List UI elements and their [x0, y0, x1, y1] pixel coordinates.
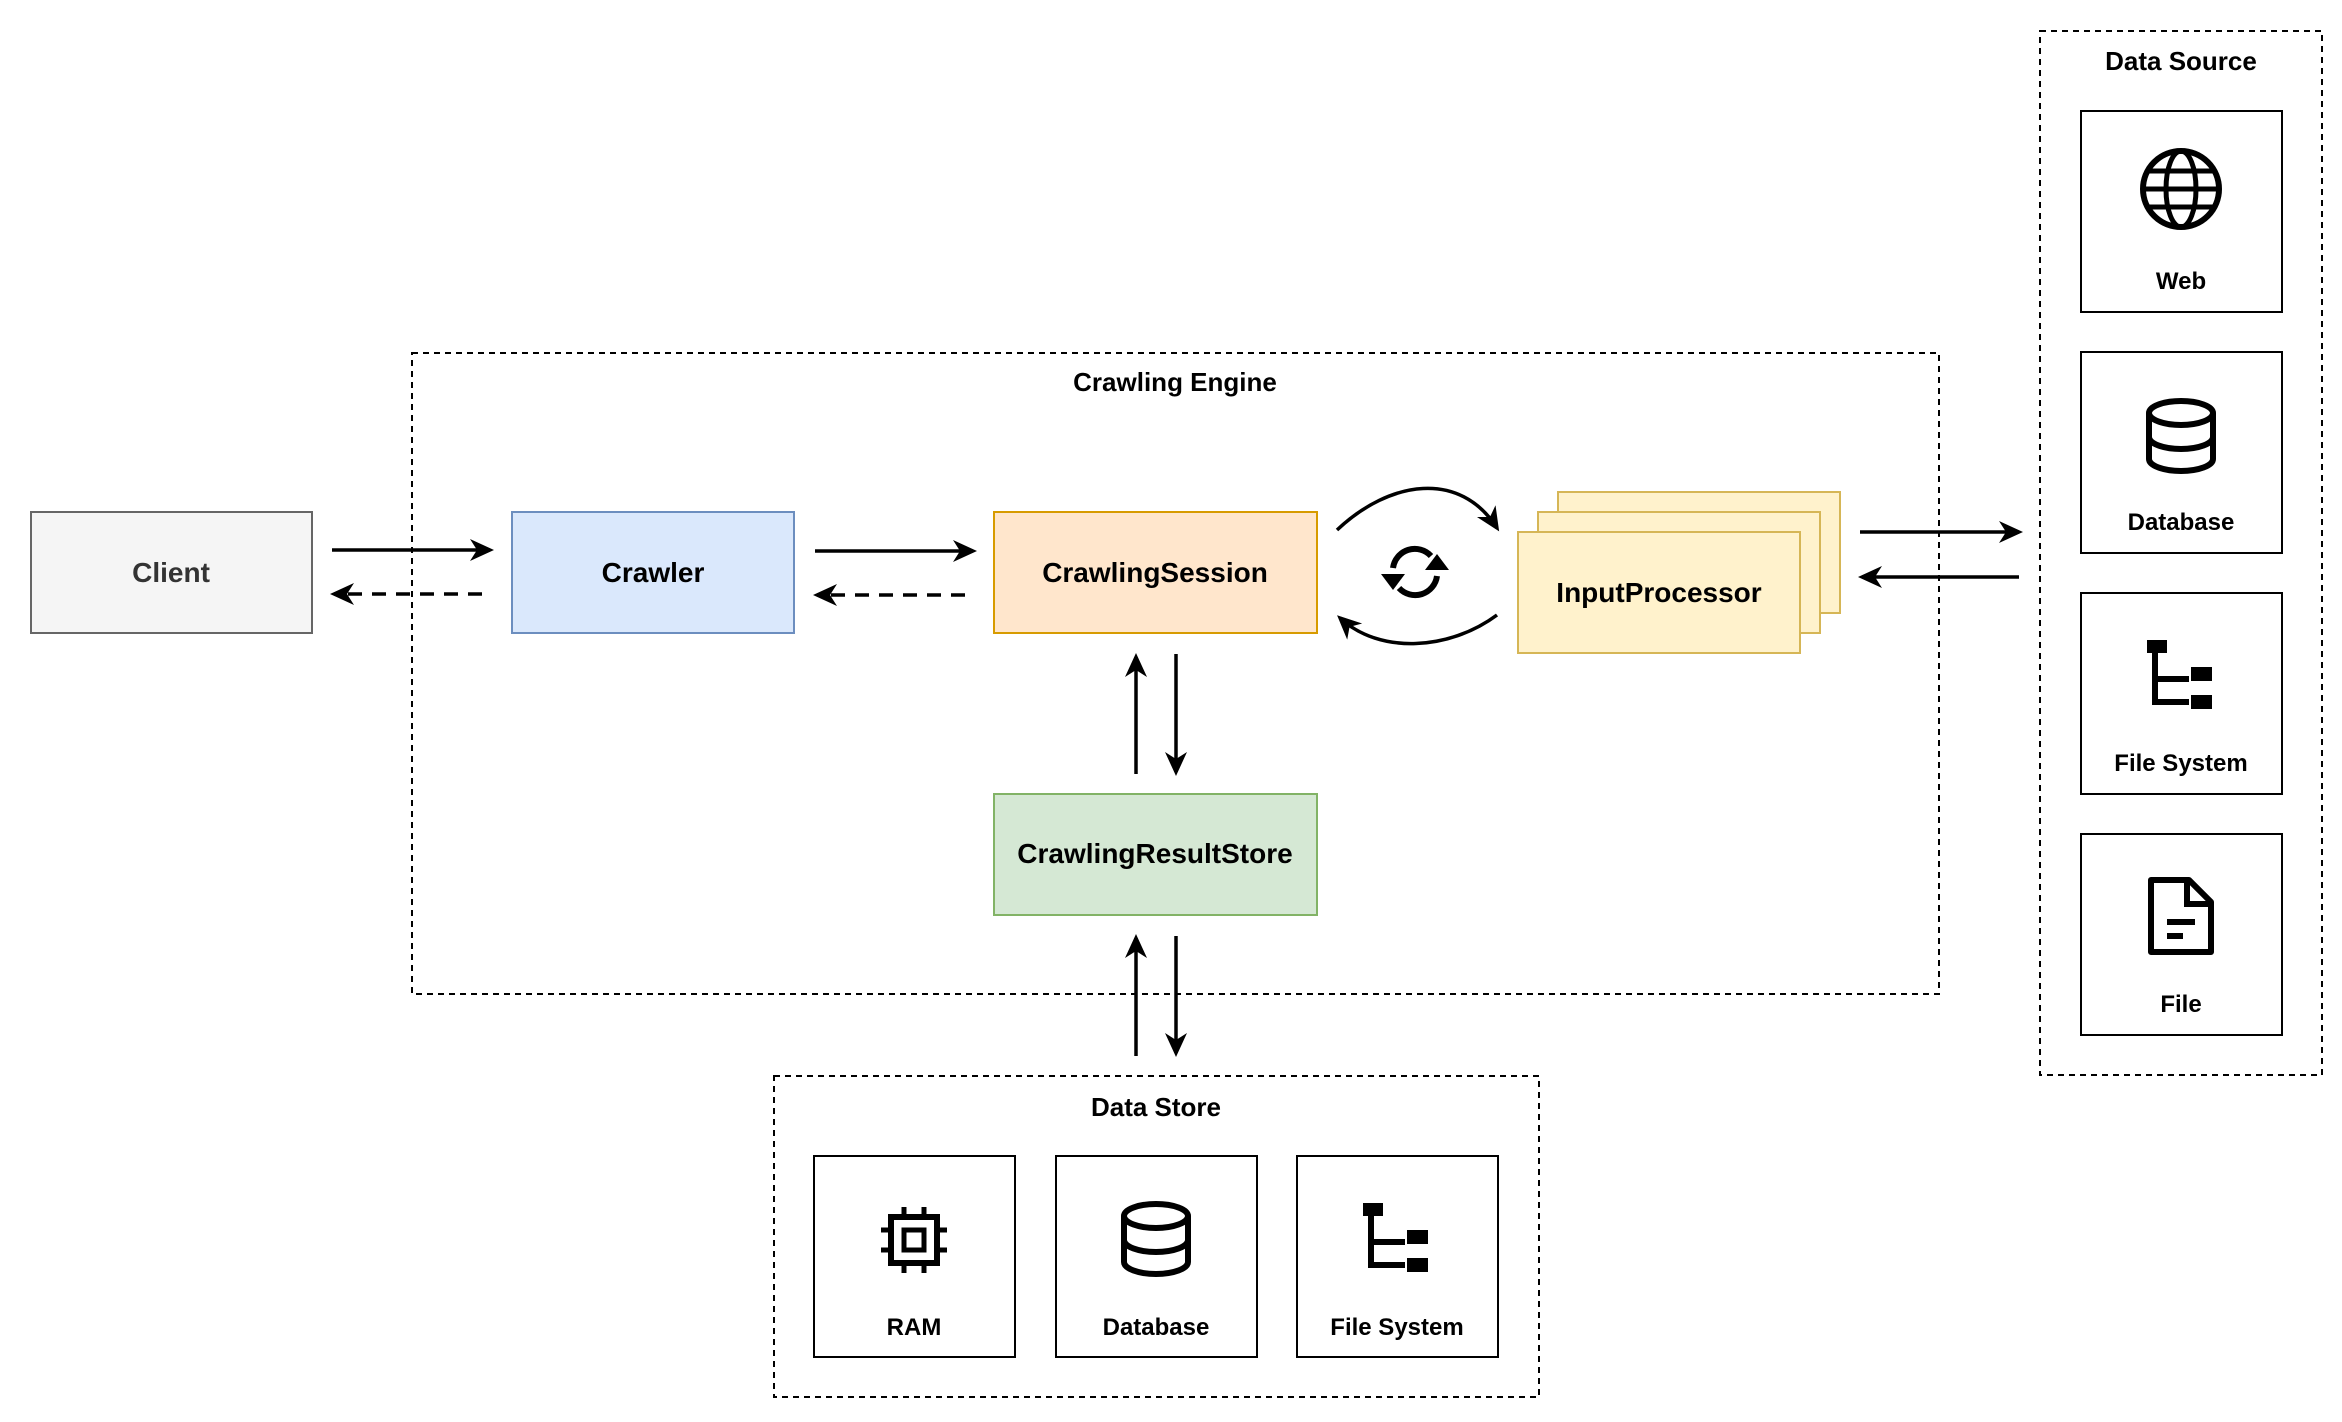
session-result-connector [1125, 653, 1187, 776]
client-crawler-connector [330, 539, 494, 605]
file-label: File [2160, 991, 2201, 1018]
cpu-icon [881, 1207, 947, 1273]
crawling-result-store-node[interactable]: CrawlingResultStore [993, 793, 1318, 916]
input-processor-label: InputProcessor [1556, 577, 1761, 608]
data-store-item-ram[interactable]: RAM [813, 1155, 1016, 1358]
file-tree-icon [2147, 640, 2212, 709]
ram-label: RAM [887, 1314, 942, 1341]
crawling-engine-title: Crawling Engine [1073, 367, 1277, 397]
globe-icon [2140, 148, 2222, 230]
data-source-group: Data Source Web Database [2039, 30, 2323, 1076]
data-store-title: Data Store [1091, 1092, 1221, 1122]
crawler-node[interactable]: Crawler [511, 511, 795, 634]
file-system-label: File System [1330, 1314, 1463, 1341]
data-source-item-file-system[interactable]: File System [2080, 592, 2283, 795]
data-source-item-database[interactable]: Database [2080, 351, 2283, 554]
crawling-session-label: CrawlingSession [1042, 557, 1268, 588]
crawling-session-node[interactable]: CrawlingSession [993, 511, 1318, 634]
data-store-group: Data Store RAM Database [773, 1075, 1540, 1398]
database-label: Database [2128, 509, 2235, 536]
file-icon [2148, 877, 2214, 955]
file-tree-icon [1363, 1203, 1428, 1272]
file-system-label: File System [2114, 750, 2247, 777]
database-icon [1121, 1201, 1191, 1277]
processor-datasource-connector [1858, 521, 2023, 588]
database-label: Database [1103, 1314, 1210, 1341]
crawler-label: Crawler [602, 557, 705, 588]
client-node[interactable]: Client [30, 511, 313, 634]
data-store-item-file-system[interactable]: File System [1296, 1155, 1499, 1358]
web-label: Web [2156, 268, 2206, 295]
client-label: Client [132, 557, 210, 588]
data-source-item-file[interactable]: File [2080, 833, 2283, 1036]
session-processor-loop [1335, 486, 1500, 646]
database-icon [2146, 398, 2216, 474]
crawler-session-connector [813, 540, 977, 606]
crawling-result-store-label: CrawlingResultStore [1017, 838, 1292, 869]
data-source-item-web[interactable]: Web [2080, 110, 2283, 313]
data-source-title: Data Source [2105, 46, 2257, 76]
input-processor-node[interactable]: InputProcessor [1517, 491, 1841, 654]
data-store-item-database[interactable]: Database [1055, 1155, 1258, 1358]
result-datastore-connector [1125, 934, 1187, 1057]
sync-icon [1381, 545, 1449, 599]
